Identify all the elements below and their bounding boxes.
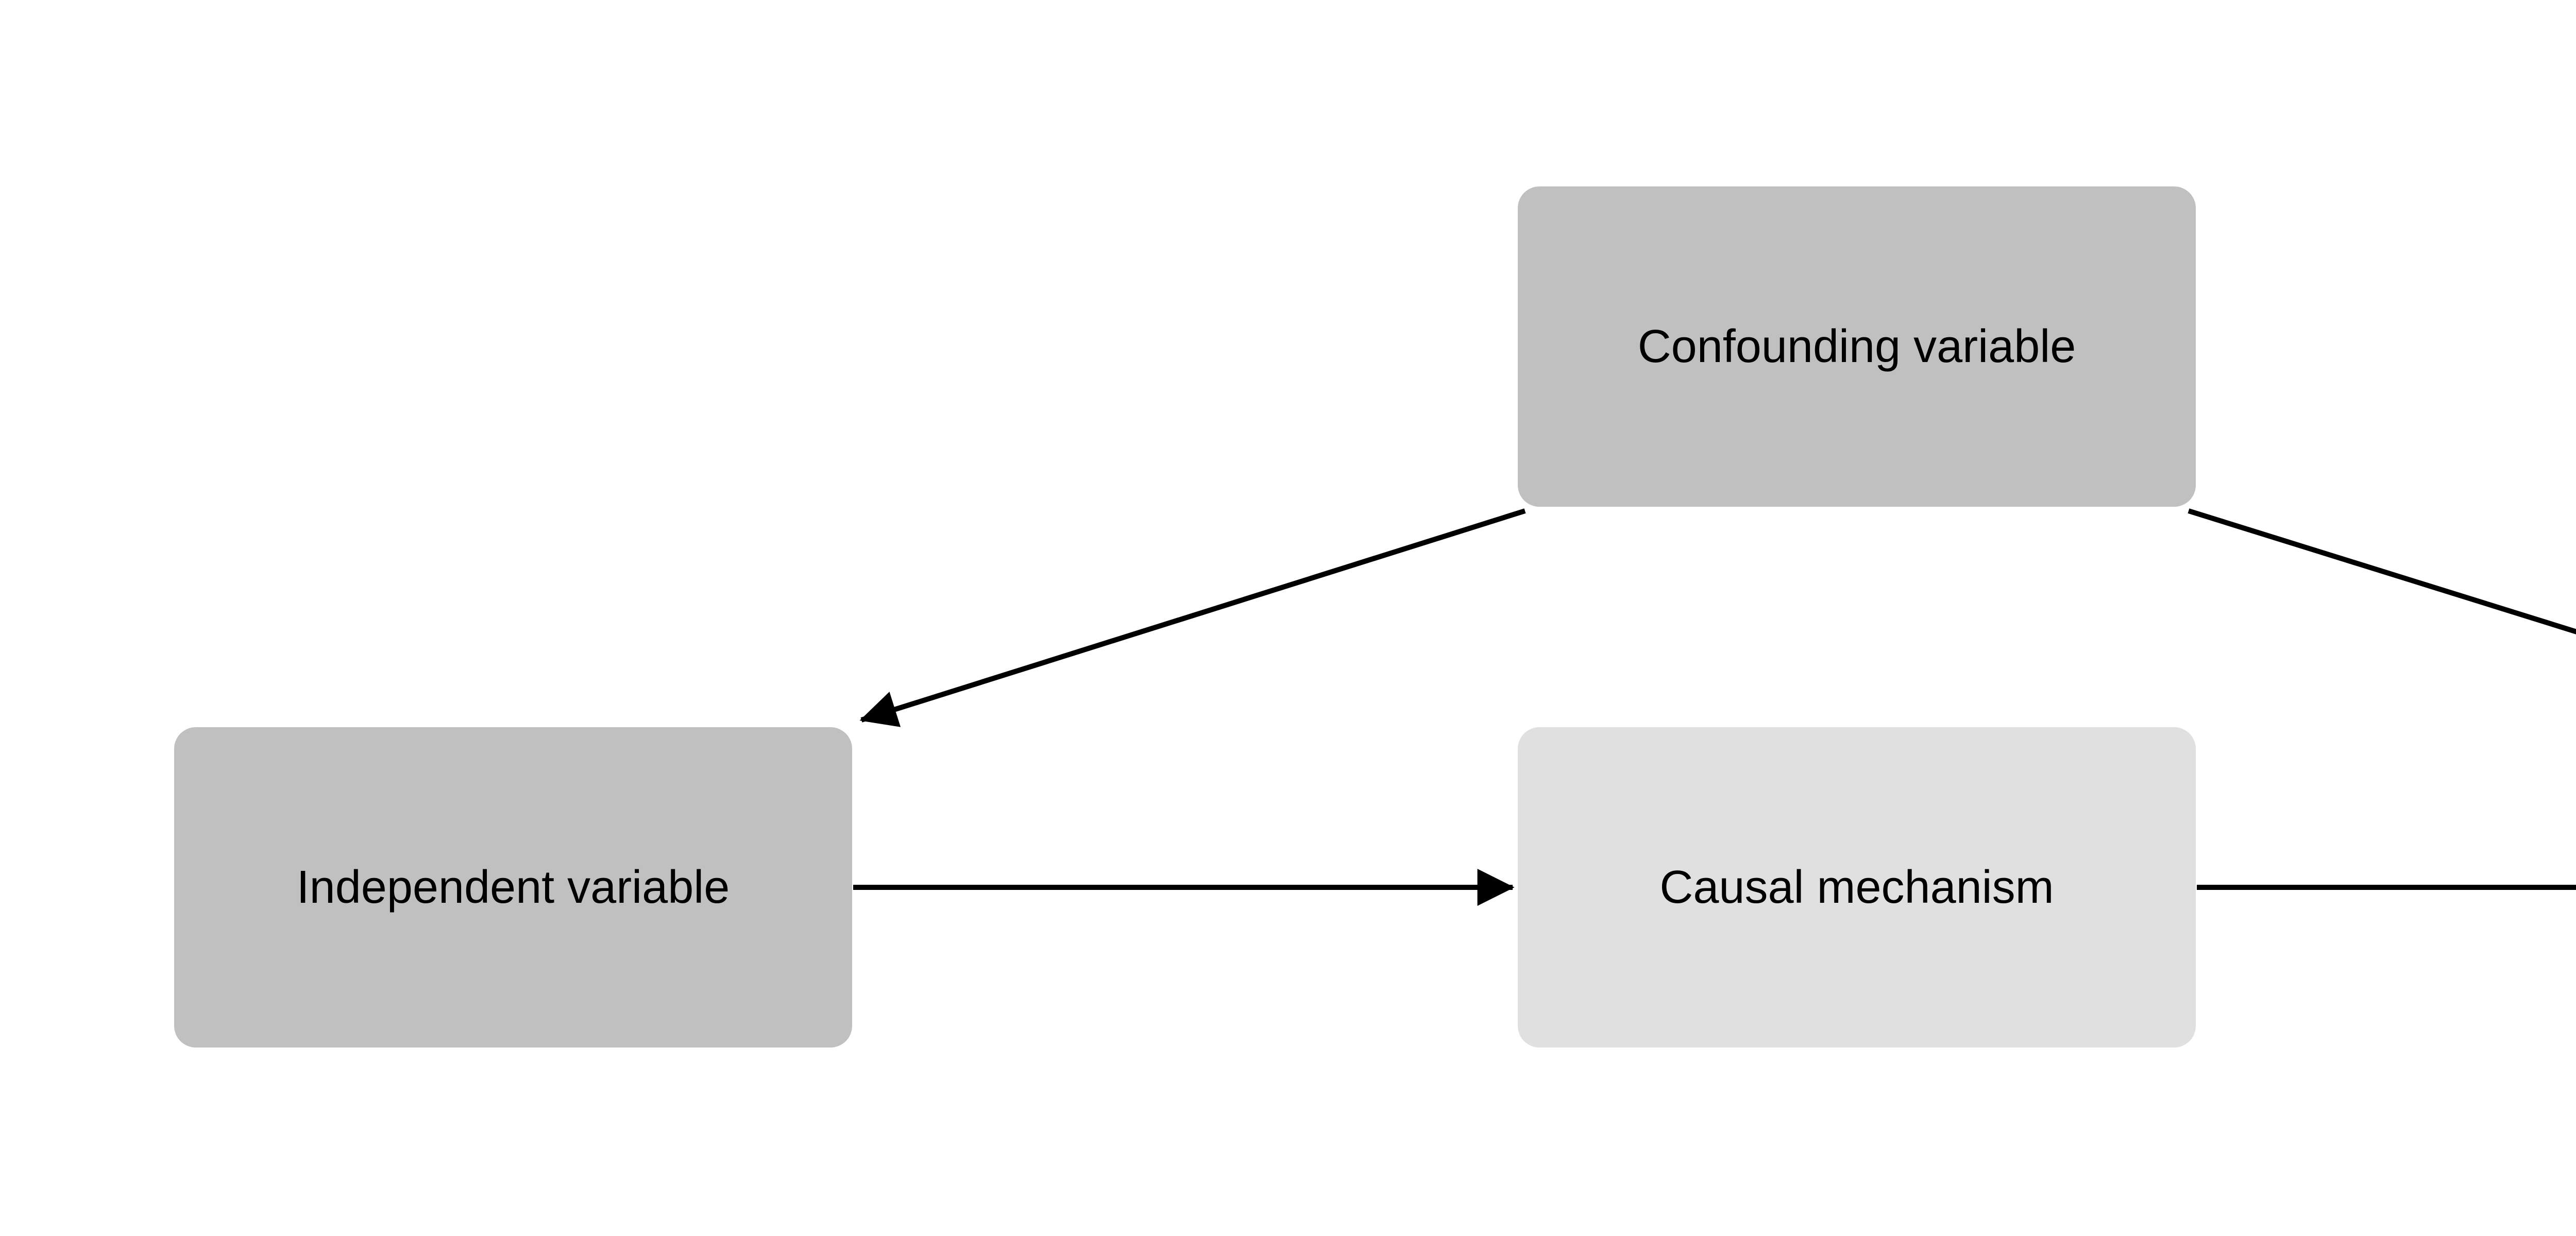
edge-confounding-to-dependent: [2188, 508, 2576, 634]
edge-confounding-to-independent: [859, 508, 1526, 727]
node-independent-variable: Independent variable: [174, 727, 852, 1048]
node-confounding-variable: Confounding variable: [1518, 186, 2196, 507]
node-independent-variable-label: Independent variable: [296, 862, 730, 913]
node-causal-mechanism: Causal mechanism: [1518, 727, 2196, 1048]
node-causal-mechanism-label: Causal mechanism: [1659, 862, 2054, 913]
node-confounding-variable-label: Confounding variable: [1637, 321, 2076, 372]
